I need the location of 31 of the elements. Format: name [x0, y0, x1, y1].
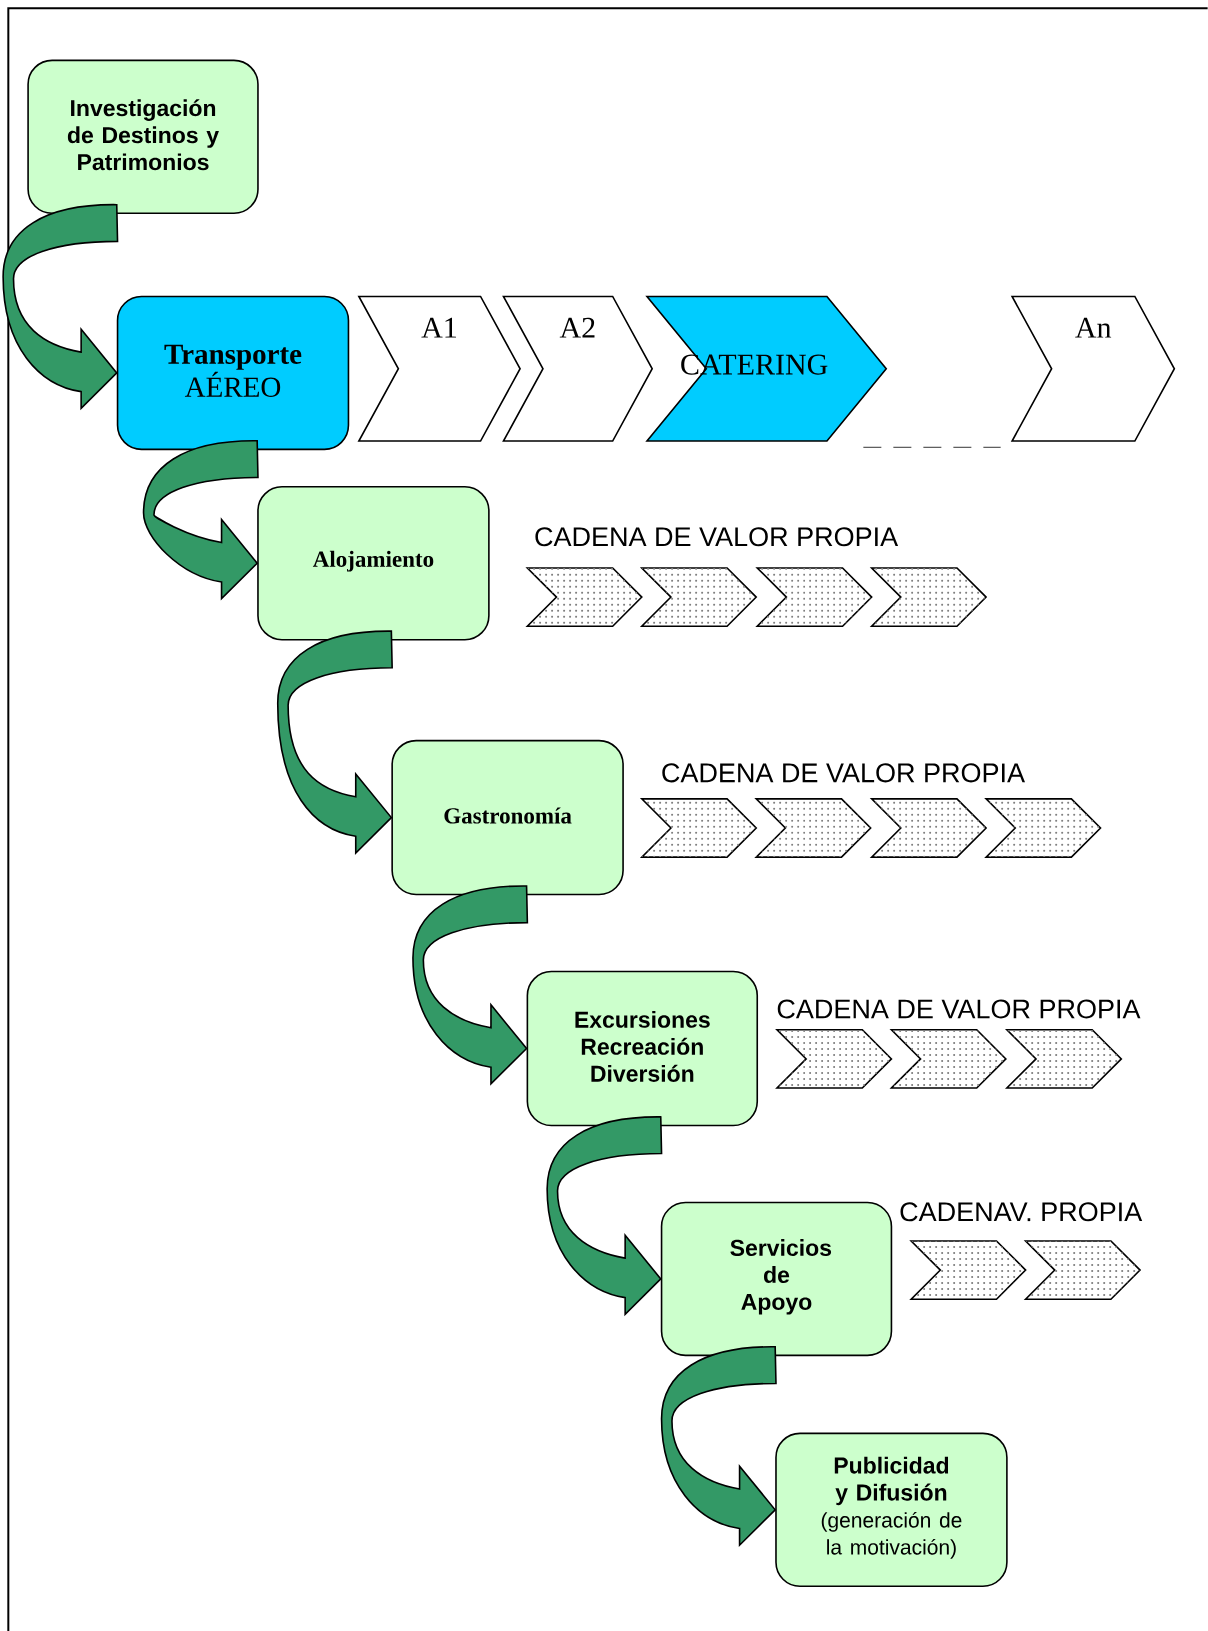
- chain-step: [775, 1029, 893, 1089]
- curved-arrow: [277, 630, 394, 854]
- curved-arrow: [412, 885, 529, 1085]
- curved-arrow: [660, 1346, 777, 1546]
- chain-step: [1005, 1029, 1123, 1089]
- curved-arrow: [546, 1116, 663, 1316]
- chain-step: [640, 798, 758, 858]
- process-box: Gastronomía: [391, 739, 625, 896]
- chain-label: CADENA DE VALOR PROPIA: [662, 763, 1026, 783]
- chain-step: [1023, 1240, 1142, 1300]
- process-box: Alojamiento: [257, 486, 490, 641]
- process-box: Publicidad y Difusión (generación de la motivación): [775, 1432, 1008, 1588]
- chain-label: CADENA DE VALOR PROPIA: [535, 527, 899, 547]
- process-box: Servicios de Apoyo: [660, 1201, 893, 1357]
- process-box: Transporte AÉREO: [116, 295, 350, 451]
- curved-arrow: [142, 440, 259, 600]
- chain-step: [984, 798, 1102, 858]
- chain-step: [869, 567, 988, 627]
- chain-step: An: [1010, 295, 1176, 442]
- chain-step: [754, 798, 872, 858]
- process-box: Investigación de Destinos y Patrimonios: [27, 59, 259, 215]
- chain-step: A2: [502, 295, 654, 442]
- chain-label: CADENAV. PROPIA: [900, 1202, 1143, 1222]
- chain-step: [640, 567, 758, 627]
- chain-step: A1: [357, 295, 522, 442]
- curved-arrow: [2, 203, 119, 410]
- process-box: Excursiones Recreación Diversión: [526, 970, 759, 1127]
- chain-step: [755, 567, 873, 627]
- chain-step: [869, 798, 988, 858]
- chain-label: CADENA DE VALOR PROPIA: [777, 999, 1141, 1019]
- chain-step: [909, 1240, 1027, 1300]
